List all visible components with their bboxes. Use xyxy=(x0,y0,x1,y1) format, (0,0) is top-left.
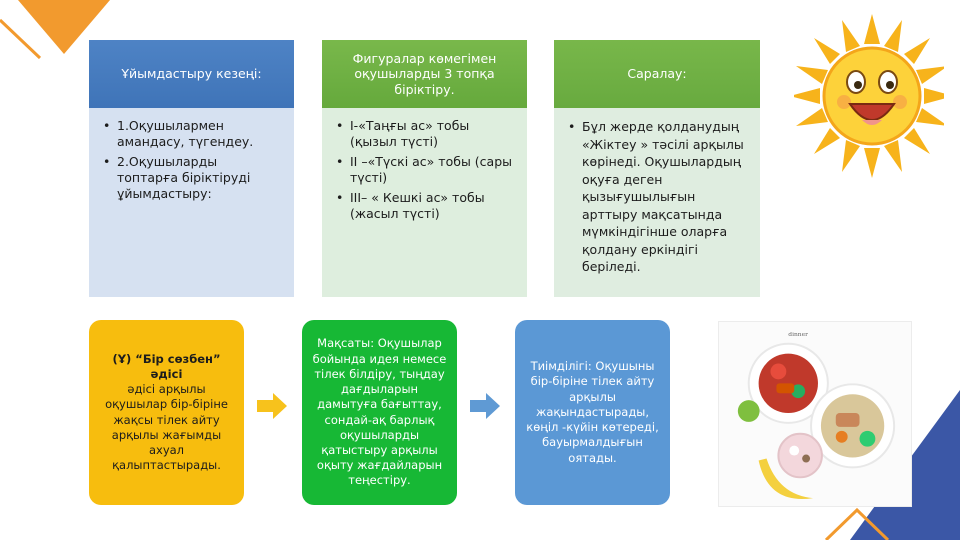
grouping-card: Фигуралар көмегімен оқушыларды 3 топқа б… xyxy=(322,40,527,297)
food-plate-photo: dinner xyxy=(718,321,912,507)
goal-text: Оқушылар бойында идея немесе тілек білді… xyxy=(312,336,447,488)
goal-label: Мақсаты: xyxy=(317,336,375,351)
organization-stage-card: Ұйымдастыру кезеңі: 1.Оқушылармен аманда… xyxy=(89,40,294,297)
arrow-right-icon xyxy=(470,393,500,419)
card-body: I-«Таңғы ас» тобы (қызыл түсті) II –«Түс… xyxy=(322,108,527,297)
effectiveness-pill: Тиімділігі: Оқушыны бір-біріне тілек айт… xyxy=(515,320,670,505)
method-pill: (Ұ) “Бір сөзбен” әдісі әдісі арқылы оқуш… xyxy=(89,320,244,505)
goal-pill: Мақсаты: Оқушылар бойында идея немесе ті… xyxy=(302,320,457,505)
orange-chevron-decoration xyxy=(824,507,890,540)
orange-outline-decoration xyxy=(0,18,42,60)
list-item: 2.Оқушыларды топтарға біріктіруді ұйымда… xyxy=(103,154,280,202)
differentiation-card: Саралау: Бұл жерде қолданудың «Жіктеу » … xyxy=(554,40,760,297)
list-item: II –«Түскі ас» тобы (сары түсті) xyxy=(336,154,513,186)
method-title: (Ұ) “Бір сөзбен” әдісі xyxy=(112,351,221,381)
effectiveness-label: Тиімділігі: xyxy=(530,359,592,374)
svg-text:dinner: dinner xyxy=(788,331,808,338)
list-item: Бұл жерде қолданудың «Жіктеу » тәсілі ар… xyxy=(568,118,746,276)
arrow-right-icon xyxy=(257,393,287,419)
list-item: III– « Кешкі ас» тобы (жасыл түсті) xyxy=(336,190,513,222)
card-title: Ұйымдастыру кезеңі: xyxy=(89,40,294,108)
card-title: Фигуралар көмегімен оқушыларды 3 топқа б… xyxy=(322,40,527,108)
effectiveness-text: Оқушыны бір-біріне тілек айту арқылы жақ… xyxy=(526,359,659,465)
method-text: әдісі арқылы оқушылар бір-біріне жақсы т… xyxy=(105,382,228,473)
card-title: Саралау: xyxy=(554,40,760,108)
card-body: Бұл жерде қолданудың «Жіктеу » тәсілі ар… xyxy=(554,108,760,297)
sun-icon xyxy=(794,14,944,178)
list-item: I-«Таңғы ас» тобы (қызыл түсті) xyxy=(336,118,513,150)
card-body: 1.Оқушылармен амандасу, түгендеу. 2.Оқуш… xyxy=(89,108,294,297)
list-item: 1.Оқушылармен амандасу, түгендеу. xyxy=(103,118,280,150)
